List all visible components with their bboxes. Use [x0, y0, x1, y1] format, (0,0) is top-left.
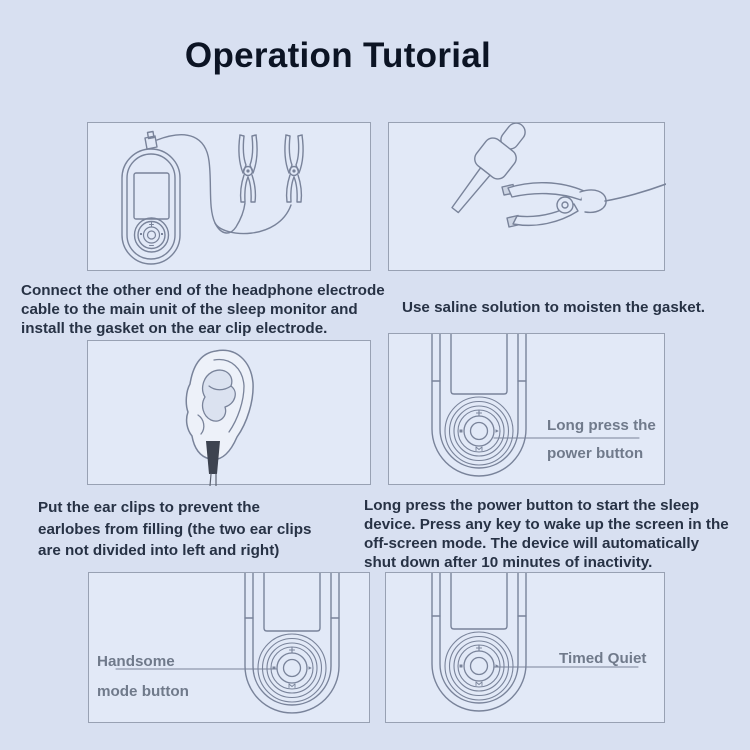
page-title: Operation Tutorial — [184, 36, 492, 75]
caption-connect-cable: Connect the other end of the headphone e… — [21, 281, 385, 338]
caption-line: Put the ear clips to prevent the — [38, 499, 260, 516]
caption-power-on: Long press the power button to start the… — [364, 496, 729, 572]
sleep-monitor-illustration — [121, 130, 304, 265]
caption-line: install the gasket on the ear clip elect… — [21, 320, 328, 337]
power-button-callout: Long press the power button — [547, 417, 656, 462]
timed-quiet-callout: Timed Quiet — [559, 650, 647, 667]
caption-line: shut down after 10 minutes of inactivity… — [364, 554, 653, 571]
caption-line: device. Press any key to wake up the scr… — [364, 516, 729, 533]
device-bottom-illustration — [115, 573, 340, 714]
caption-line: are not divided into left and right) — [38, 542, 280, 559]
caption-line: earlobes from filling (the two ear clips — [38, 520, 312, 538]
handsome-mode-callout: Handsome mode button — [97, 653, 189, 700]
panel-handsome-mode: Handsome mode button — [88, 572, 370, 723]
caption-line: Connect the other end of the headphone e… — [21, 282, 385, 299]
panel-timed-quiet: Timed Quiet — [385, 572, 665, 723]
caption-line: Long press the power button to start the… — [364, 497, 699, 514]
caption-moisten-gasket: Use saline solution to moisten the gaske… — [402, 298, 705, 317]
caption-line: off-screen mode. The device will automat… — [364, 535, 700, 552]
caption-line: cable to the main unit of the sleep moni… — [21, 301, 358, 318]
caption-line: Use saline solution to moisten the gaske… — [402, 299, 705, 316]
saline-dropper-illustration — [451, 123, 666, 228]
caption-wear-ear-clips: Put the ear clips to prevent the earlobe… — [38, 497, 311, 562]
panel-power-button: Long press the power button — [388, 333, 665, 485]
device-bottom-illustration — [431, 334, 640, 477]
panel-moisten-gasket — [388, 122, 666, 271]
panel-connect-cable — [87, 122, 371, 271]
panel-wear-ear-clips — [87, 340, 371, 486]
ear-clip-illustration — [185, 349, 254, 486]
device-bottom-illustration — [431, 573, 639, 712]
